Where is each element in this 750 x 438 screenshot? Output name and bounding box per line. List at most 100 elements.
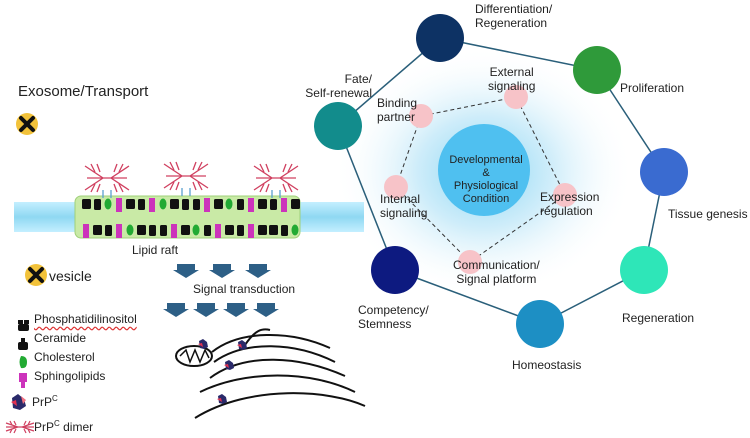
outer-node-label: Differentiation/Regeneration — [475, 2, 553, 30]
ceramide-mark — [237, 199, 244, 210]
prpc-dimer — [84, 163, 130, 198]
phosphatidylinositol-mark — [93, 225, 102, 235]
outer-node-competency — [371, 246, 419, 294]
phosphatidylinositol-icon — [18, 320, 29, 331]
raft-lipids — [82, 198, 300, 238]
down-arrow-icon — [253, 303, 279, 317]
phosphatidylinositol-mark — [214, 199, 223, 209]
legend-phosphatidylinositol: Phosphatidilinositol — [34, 312, 137, 326]
sphingolipid-mark — [83, 224, 89, 238]
legend-label: PrP — [34, 420, 55, 434]
legend-label: Ceramide — [34, 331, 87, 345]
prpc-dimer — [253, 163, 299, 198]
legend-label: Cholesterol — [34, 350, 95, 364]
inner-pentagon — [395, 96, 566, 263]
ring-edge — [337, 125, 396, 271]
prpc-dimer — [163, 161, 209, 196]
outer-node-proliferation — [573, 46, 621, 94]
phosphatidylinositol-mark — [82, 199, 91, 209]
prpc-marker — [237, 340, 247, 350]
legend-label: Phosphatidilinositol — [34, 312, 137, 326]
cholesterol-mark — [225, 198, 233, 210]
outer-node-label: Proliferation — [620, 81, 685, 95]
inner-node — [409, 104, 433, 128]
sphingolipid-mark — [204, 198, 210, 212]
phosphatidylinositol-mark — [269, 225, 278, 235]
outer-node-differentiation — [416, 14, 464, 62]
cholesterol-mark — [104, 198, 112, 210]
legend-label: Sphingolipids — [34, 369, 106, 383]
phosphatidylinositol-mark — [137, 225, 146, 235]
ceramide-mark — [105, 225, 112, 236]
prpc-dimer-icon — [5, 420, 35, 434]
ceramide-mark — [138, 199, 145, 210]
sphingolipid-mark — [116, 198, 122, 212]
inner-node — [384, 175, 408, 199]
vesicle-label: vesicle — [49, 268, 92, 284]
outer-node-label: Competency/Stemness — [358, 303, 429, 331]
vesicle-icon — [25, 264, 47, 286]
sphingolipid-mark — [149, 198, 155, 212]
legend-sup: C — [54, 419, 60, 428]
legend-suffix: dimer — [59, 420, 94, 434]
inner-nodes — [384, 85, 577, 274]
center-title-line-1: Developmental — [449, 154, 522, 166]
legend-prpc-dimer: PrPC dimer — [34, 419, 93, 434]
inner-node-label: Communication/Signal platform — [453, 258, 540, 286]
down-arrow-icon — [209, 264, 235, 278]
ceramide-mark — [237, 225, 244, 236]
outer-node-label: Regeneration — [622, 311, 695, 325]
outer-node-regeneration — [620, 246, 668, 294]
down-arrow-icon — [173, 264, 199, 278]
outer-node-label: Tissue genesis — [668, 207, 748, 221]
organelle-prpc-markers — [198, 339, 247, 404]
center-title-line-3: Physiological — [454, 180, 518, 192]
ceramide-mark — [182, 199, 189, 210]
sphingolipid-mark — [248, 198, 254, 212]
center-title: Developmental & Physiological Condition — [449, 154, 522, 205]
outer-node-fate — [314, 102, 362, 150]
cholesterol-mark — [291, 224, 299, 236]
exosome-icon — [16, 113, 38, 135]
sphingolipid-icon — [19, 373, 27, 388]
ceramide-mark — [204, 225, 211, 236]
outer-node-label: Homeostasis — [512, 358, 582, 372]
sphingolipid-mark — [171, 224, 177, 238]
exosome-title: Exosome/Transport — [18, 83, 149, 100]
center-core — [438, 124, 530, 216]
center-title-line-4: Condition — [463, 193, 509, 205]
lipid-raft-label: Lipid raft — [132, 243, 179, 257]
inner-node — [458, 250, 482, 274]
phosphatidylinositol-mark — [291, 199, 300, 209]
ceramide-icon — [18, 338, 28, 350]
legend-sup: C — [52, 394, 58, 403]
legend-label: PrP — [32, 395, 53, 409]
phosphatidylinositol-mark — [258, 199, 267, 209]
ceramide-mark — [281, 225, 288, 236]
phosphatidylinositol-mark — [225, 225, 234, 235]
outer-node-tissue-genesis — [640, 148, 688, 196]
down-arrow-icon — [163, 303, 189, 317]
ceramide-mark — [160, 225, 167, 236]
cholesterol-icon — [19, 356, 27, 369]
prpc-marker — [224, 360, 234, 370]
sphingolipid-mark — [116, 224, 122, 238]
prpc-marker — [198, 339, 208, 349]
legend-ceramide: Ceramide — [34, 331, 86, 345]
ring-edge — [394, 269, 541, 325]
outer-nodes — [314, 14, 688, 348]
inner-node — [553, 183, 577, 207]
cholesterol-mark — [126, 224, 134, 236]
inner-node — [504, 85, 528, 109]
legend-prpc: PrPC — [32, 394, 58, 409]
signal-transduction-label: Signal transduction — [193, 282, 296, 296]
sphingolipid-mark — [281, 198, 287, 212]
cholesterol-mark — [192, 224, 200, 236]
prpc-marker — [217, 394, 227, 404]
ceramide-mark — [149, 225, 156, 236]
phosphatidylinositol-mark — [170, 199, 179, 209]
phosphatidylinositol-mark — [181, 225, 190, 235]
